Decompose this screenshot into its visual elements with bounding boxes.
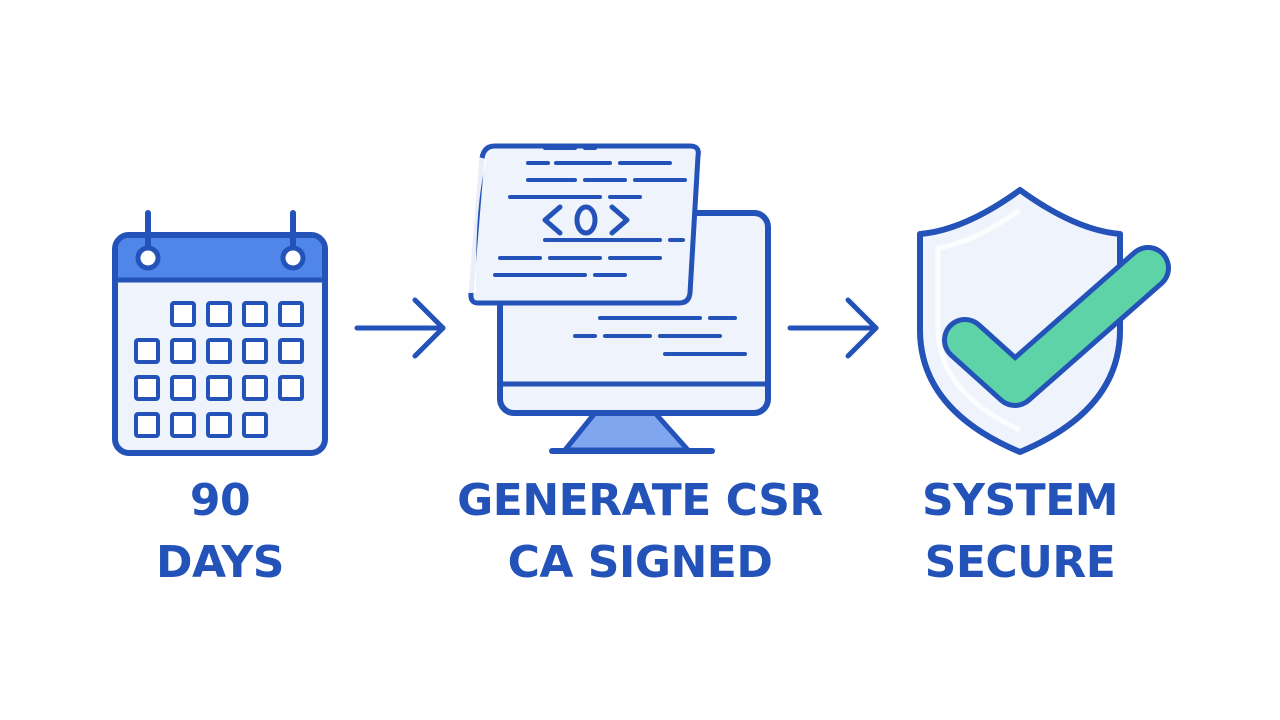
caption-line: CA SIGNED bbox=[507, 537, 773, 588]
step-caption-expiry: 90 DAYS bbox=[115, 470, 325, 594]
caption-line: DAYS bbox=[156, 537, 284, 588]
calendar-day-grid bbox=[134, 301, 304, 438]
code-brackets-icon bbox=[542, 204, 630, 236]
calendar-day-cell bbox=[170, 338, 196, 364]
calendar-day-cell bbox=[206, 412, 232, 438]
calendar-day-cell bbox=[134, 375, 160, 401]
arrow-right-icon bbox=[354, 297, 446, 359]
calendar-day-cell bbox=[206, 301, 232, 327]
calendar-day-cell bbox=[242, 375, 268, 401]
calendar-icon bbox=[112, 210, 328, 456]
calendar-day-cell bbox=[134, 338, 160, 364]
caption-line: GENERATE CSR bbox=[457, 475, 823, 526]
caption-line: SYSTEM bbox=[921, 475, 1119, 526]
calendar-day-cell bbox=[206, 375, 232, 401]
caption-line: 90 bbox=[189, 475, 251, 526]
calendar-day-cell bbox=[206, 338, 232, 364]
calendar-day-cell bbox=[242, 412, 268, 438]
step-caption-csr: GENERATE CSR CA SIGNED bbox=[430, 470, 850, 594]
calendar-day-cell bbox=[170, 375, 196, 401]
monitor-code-document-icon bbox=[465, 143, 771, 454]
calendar-day-cell bbox=[134, 412, 160, 438]
calendar-day-cell bbox=[242, 301, 268, 327]
calendar-day-cell bbox=[170, 412, 196, 438]
arrow-right-icon bbox=[787, 297, 879, 359]
calendar-day-cell bbox=[170, 301, 196, 327]
step-caption-secure: SYSTEM SECURE bbox=[880, 470, 1160, 594]
caption-line: SECURE bbox=[924, 537, 1116, 588]
calendar-day-cell bbox=[278, 375, 304, 401]
calendar-day-cell bbox=[278, 301, 304, 327]
shield-check-icon bbox=[917, 187, 1171, 455]
calendar-day-cell bbox=[278, 338, 304, 364]
calendar-day-cell bbox=[242, 338, 268, 364]
